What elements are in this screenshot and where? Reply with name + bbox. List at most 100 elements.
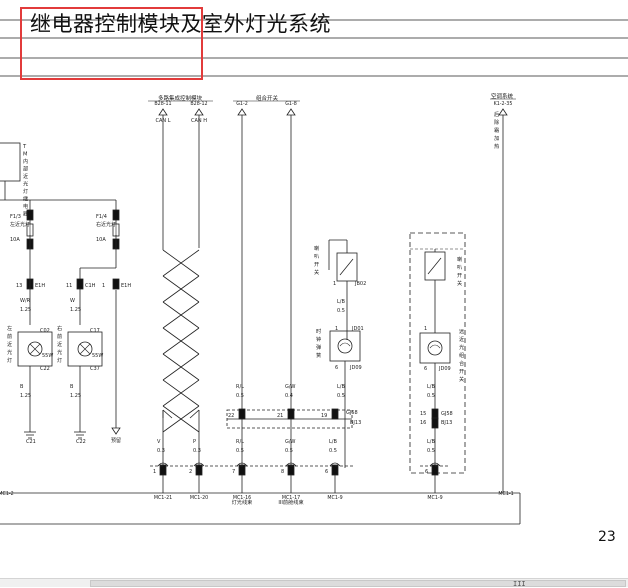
lamp-desc-l2: 右 [57, 324, 62, 332]
wire-gauge-w3: 1.25 [20, 393, 31, 399]
right-horn-switch-label: 喇 [457, 255, 462, 263]
lamp-l2 [67, 331, 103, 367]
bottom-wire-color-b5: L/B [329, 439, 337, 445]
junction-code: BJ13 [350, 420, 361, 426]
clock-spring-pin: 6 [335, 365, 338, 371]
connector-hood [157, 462, 169, 467]
clock-spring-label: 时 [316, 327, 321, 335]
bottom-wire-color-b4: G/W [285, 439, 296, 445]
bottom-wire-color-b2: P [193, 439, 196, 445]
fuse-name-f14: F1/4 [96, 214, 107, 220]
clock-spring-icon [339, 342, 351, 347]
clock-spring-label: 弹 [316, 343, 321, 351]
scrollbar-grip[interactable]: III [513, 580, 526, 588]
mid-wire-color-m5: L/B [427, 384, 435, 390]
terminal-arrow-k1 [498, 108, 508, 116]
terminal-code-g2: G1-8 [285, 101, 297, 107]
left-module-label: 灯 [23, 187, 28, 195]
combo-switch-icon [429, 344, 441, 349]
left-module-label: 光 [23, 180, 28, 188]
lamp-bulb-icon [79, 343, 91, 355]
terminal-code-g1: G1-2 [236, 101, 248, 107]
left-module-label: 器 [23, 211, 29, 218]
bottom-connector-pin-bc1: 1 [153, 469, 156, 475]
bottom-connector-code-bc3: MC1-16 [233, 495, 251, 501]
mid-wire-color-m6: L/B [427, 439, 435, 445]
combo-switch-label: 开 [459, 368, 464, 375]
connector-pin-c2: 11 [66, 283, 72, 289]
bottom-wire-gauge-b4: 0.5 [285, 448, 293, 454]
left-module-label: 电 [23, 202, 28, 210]
horizontal-scrollbar[interactable]: III [0, 578, 628, 588]
wire-color-w1: W/R [20, 298, 31, 304]
mid-wire-gauge-m4: 0.5 [337, 393, 345, 399]
mid-wire-gauge-m2: 0.4 [285, 393, 293, 399]
combo-switch-label: 合 [459, 359, 465, 367]
lamp-desc-l2: 近 [57, 340, 62, 348]
connector-hood [236, 462, 248, 467]
bottom-connector-code-bc4: MC1-17 [282, 495, 300, 501]
fuse-desc-f13: 左近光灯 [10, 221, 30, 228]
can-wire [189, 409, 200, 419]
wire-color-w4: B [70, 384, 74, 390]
terminal-code-k1: K1-2-35 [494, 101, 513, 107]
mid-wire-gauge-m5: 0.5 [427, 393, 435, 399]
combo-switch-label: 组 [459, 351, 464, 359]
bottom-connector-code-bc6: MC1-9 [427, 495, 442, 501]
bottom-wire-color-b1: V [157, 439, 161, 445]
right-junction-connector [431, 417, 439, 429]
lamp-harness-label: 灯光线束 [232, 498, 253, 506]
combo-switch-code: JD09 [438, 366, 451, 372]
junction-pin: 15 [420, 411, 426, 417]
clock-spring-box [329, 330, 361, 362]
junction-connector [287, 408, 295, 420]
bottom-connector-pin-bc3: 7 [232, 469, 235, 475]
wire-color-w3: B [20, 384, 24, 390]
bottom-wire-color-b3: R/L [236, 439, 244, 445]
lamp-l1 [17, 331, 53, 367]
right-junction-connector [431, 408, 439, 420]
can-twisted-pair [162, 249, 200, 433]
mid-wire-color-m4: L/B [337, 384, 345, 390]
combo-switch-label: 远 [459, 327, 464, 335]
bottom-connector-pin-bc6: 6 [425, 469, 428, 475]
mid-wire-color-m1: R/L [236, 384, 244, 390]
bottom-connector-pin-bc2: 2 [189, 469, 192, 475]
connector-hood [193, 462, 205, 467]
terminal-code-b28: B28-11 [154, 101, 171, 107]
right-horn-switch-label: 关 [457, 279, 462, 287]
horn-switch-code: JB02 [354, 281, 366, 287]
connector-hood [429, 462, 441, 467]
bottom-connector-bc5 [331, 464, 339, 476]
combo-switch-header: 组合开关 [256, 94, 279, 102]
combo-switch-pin: 1 [424, 326, 427, 332]
lamp-desc-l1: 前 [7, 332, 12, 340]
combo-switch-icon [427, 340, 443, 356]
lamp-bulb-icon [29, 343, 41, 355]
bottom-connector-bc2 [195, 464, 203, 476]
bottom-connector-bc4 [287, 464, 295, 476]
cab-harness-label: III前舱线束 [278, 498, 303, 506]
left-module-label: M [23, 152, 27, 158]
multiplex-header: 多路集成控制模块 [158, 94, 203, 102]
rear-defog-label: 除 [494, 118, 500, 126]
junction-code: GJ58 [441, 411, 453, 417]
clock-spring-code: JD01 [351, 326, 364, 332]
scrollbar-track[interactable] [0, 579, 88, 587]
right-frame-code: MC1-1 [498, 491, 513, 497]
scrollbar-thumb[interactable]: III [90, 580, 626, 588]
connector-hood [329, 462, 341, 467]
junction-pin: 16 [420, 420, 426, 426]
bottom-wire-gauge-b5: 0.5 [329, 448, 337, 454]
can-wire [162, 409, 173, 419]
bottom-connector-bc6 [431, 464, 439, 476]
junction-code: BJ13 [441, 420, 452, 426]
combo-switch-label: 关 [459, 375, 464, 383]
ground-label-g22: C22 [76, 439, 86, 445]
ground-label-g23: 预留 [111, 437, 121, 444]
top-connector-c2 [76, 278, 84, 290]
lamp-desc-l1: 左 [7, 324, 12, 332]
ac-system-header: 空调系统 [491, 92, 514, 100]
